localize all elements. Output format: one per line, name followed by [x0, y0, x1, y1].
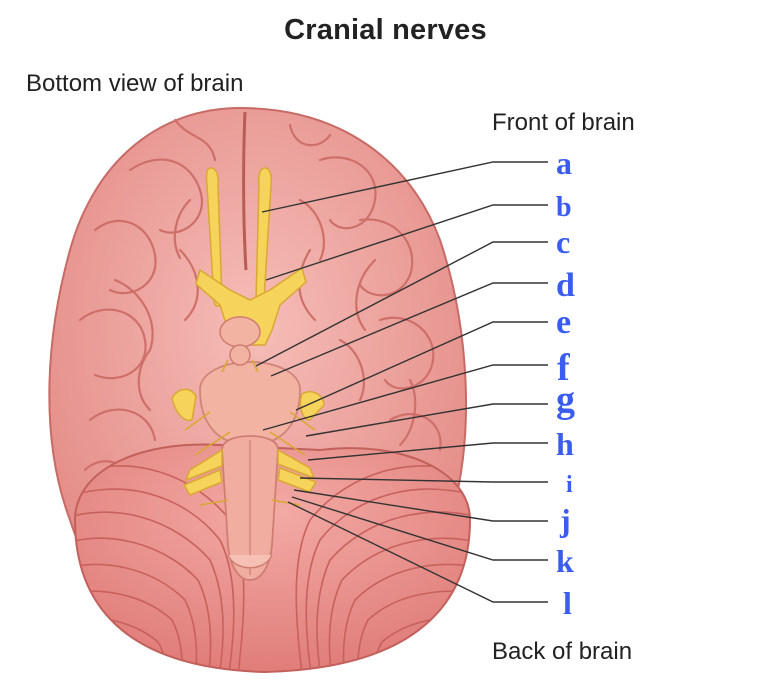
leader-line-c [255, 241, 548, 367]
longitudinal-fissure [242, 111, 248, 271]
nerve-roots [184, 359, 316, 506]
label-h: h [556, 426, 574, 462]
front-of-brain-label: Front of brain [492, 109, 635, 136]
label-j: j [559, 502, 571, 538]
leader-line-b [265, 204, 548, 281]
leader-line-h [307, 442, 548, 461]
diagram-subtitle: Bottom view of brain [26, 70, 244, 97]
leader-line-j [293, 489, 548, 522]
label-c: c [556, 224, 570, 260]
leader-line-a [261, 161, 548, 213]
cranial-nerves [171, 167, 325, 496]
label-l: l [563, 585, 572, 621]
leader-lines [255, 161, 548, 603]
leader-line-d [270, 282, 548, 377]
label-b: b [556, 192, 572, 223]
label-e: e [556, 304, 571, 341]
leader-line-k [291, 496, 548, 561]
label-g: g [556, 379, 575, 421]
leader-line-i [299, 477, 548, 483]
label-d: d [556, 267, 575, 304]
leader-line-l [287, 501, 548, 603]
pons [199, 361, 301, 446]
nerve-labels: a b c d e f g h i j k l [556, 145, 575, 621]
label-f: f [557, 347, 571, 389]
label-i: i [566, 472, 573, 498]
label-k: k [556, 543, 574, 579]
leader-line-e [295, 321, 548, 411]
diagram-title: Cranial nerves [284, 14, 487, 46]
back-of-brain-label: Back of brain [492, 638, 633, 665]
leader-line-g [305, 403, 548, 437]
leader-line-f [262, 364, 548, 431]
label-a: a [556, 145, 572, 181]
